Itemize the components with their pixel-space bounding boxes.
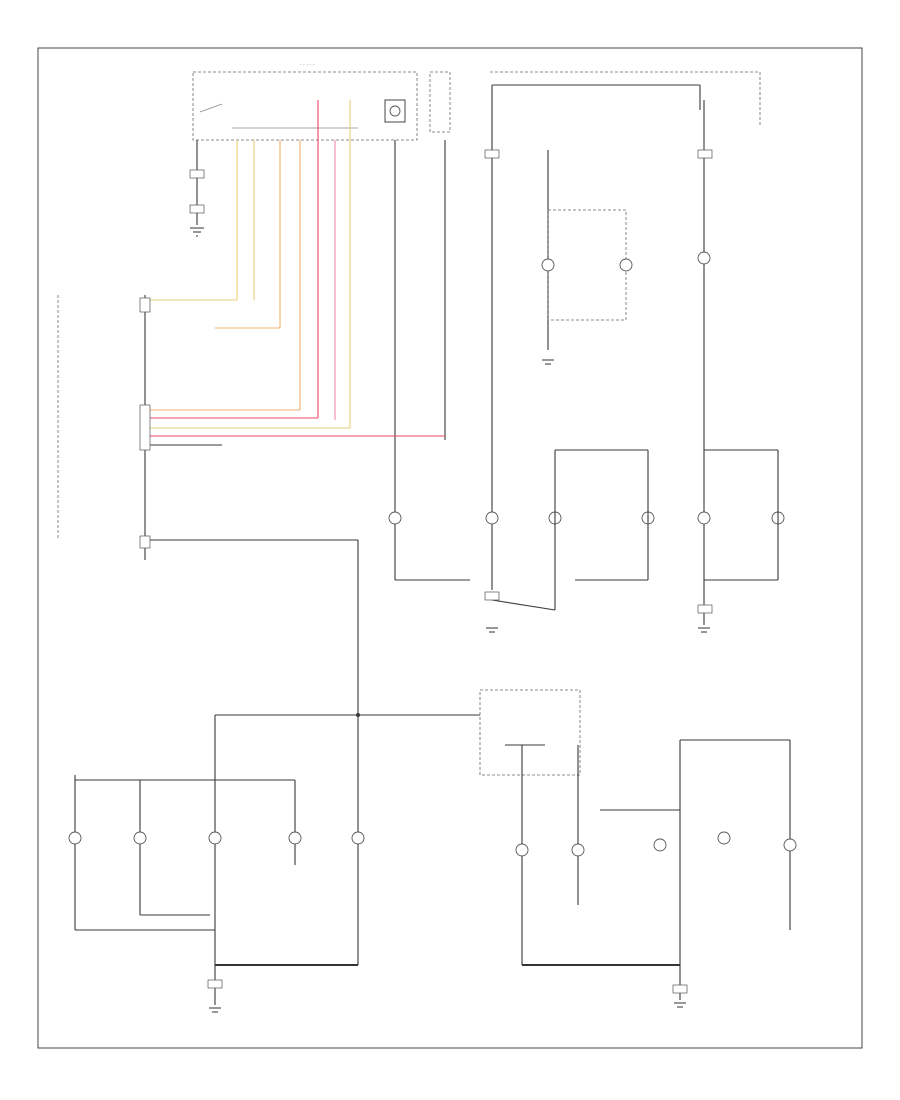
- connector-marks: [139, 149, 713, 994]
- top-right-lamps: [541, 100, 711, 580]
- diagram-frame: [37, 47, 863, 1049]
- lower-right-section: [515, 739, 797, 1008]
- ground-g200: [190, 227, 204, 237]
- headlamp-switch: · · · · ·: [192, 62, 418, 141]
- switch-wires: [196, 84, 701, 590]
- svg-text:· · · · ·: · · · · ·: [300, 62, 315, 68]
- middle-lamps: [388, 449, 785, 625]
- lower-section: [68, 540, 581, 1013]
- body-control-module: [57, 295, 445, 560]
- fuse-block: [429, 71, 761, 133]
- ground-g201: [486, 627, 710, 633]
